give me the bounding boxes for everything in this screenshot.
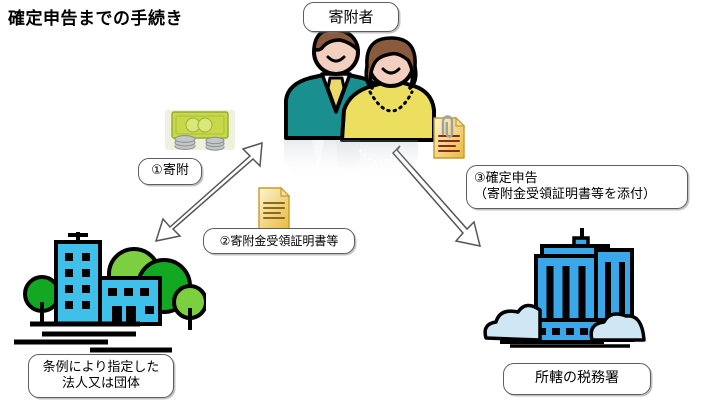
donor-reflection [272,140,430,186]
document-with-clip-icon [433,115,466,159]
office-building-with-trees-icon [14,232,206,353]
step1-label: ①寄附 [151,163,189,179]
tax-office-label-box: 所轄の税務署 [503,363,651,395]
step1-label-box: ①寄附 [138,158,202,185]
step2-label: ②寄附金受領証明書等 [219,233,339,248]
donor-label-box: 寄附者 [303,2,399,32]
step3-label-box: ③確定申告 （寄附金受領証明書等を添付） [466,165,688,209]
tax-office-label: 所轄の税務署 [535,370,619,387]
page-title: 確定申告までの手続き [8,9,183,29]
organization-label-box: 条例により指定した 法人又は団体 [28,354,174,398]
organization-label: 条例により指定した 法人又は団体 [42,359,160,391]
tax-office-building-icon [483,228,646,348]
couple-icon [284,28,436,142]
document-icon [258,186,291,231]
donor-label: 寄附者 [328,7,374,26]
money-icon [165,110,235,151]
step2-label-box: ②寄附金受領証明書等 [203,228,355,254]
step3-label: ③確定申告 （寄附金受領証明書等を添付） [474,170,657,202]
